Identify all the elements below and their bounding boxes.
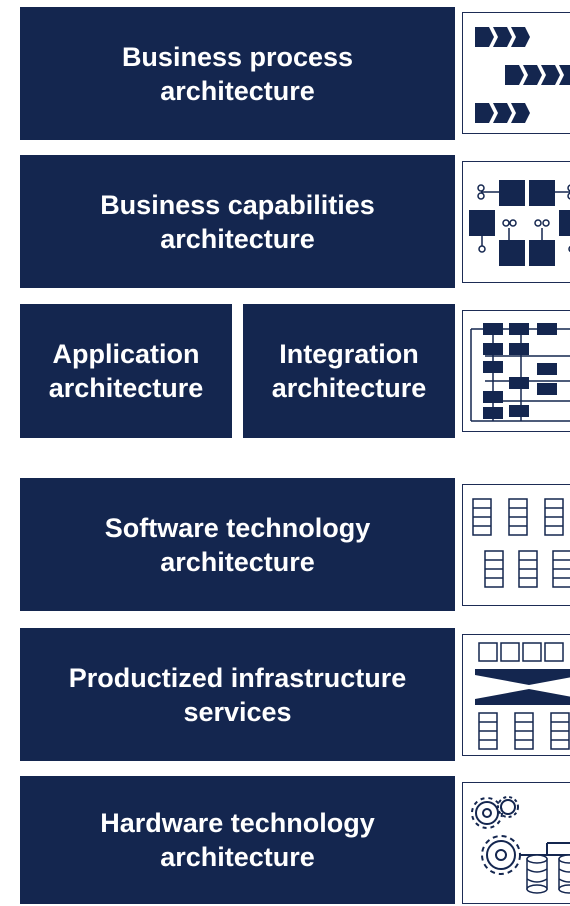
hardware-gears-database-icon <box>462 782 570 904</box>
productized-infrastructure-services-block: Productized infrastructure services <box>20 628 455 761</box>
hardware-technology-architecture-label: Hardware technology architecture <box>100 808 375 872</box>
software-stack-icon <box>462 484 570 606</box>
productized-infrastructure-services-label: Productized infrastructure services <box>68 662 407 727</box>
integration-architecture-label: Integration architecture <box>271 339 427 403</box>
integration-architecture-block: Integration architecture <box>243 304 455 438</box>
business-capabilities-architecture-block: Business capabilities architecture <box>20 155 455 288</box>
software-technology-architecture-label: Software technology architecture <box>104 512 371 577</box>
application-architecture-block: Application architecture <box>20 304 232 438</box>
business-process-architecture-block: Business process architecture <box>20 7 455 140</box>
application-architecture-label: Application architecture <box>48 339 204 403</box>
software-technology-architecture-block: Software technology architecture <box>20 478 455 611</box>
capability-map-icon <box>462 161 570 283</box>
business-process-architecture-label: Business process architecture <box>121 41 354 106</box>
process-flow-icon <box>462 12 570 134</box>
integration-map-icon <box>462 310 570 432</box>
hardware-technology-architecture-block: Hardware technology architecture <box>20 776 455 904</box>
business-capabilities-architecture-label: Business capabilities architecture <box>100 189 375 254</box>
infrastructure-services-icon <box>462 634 570 756</box>
